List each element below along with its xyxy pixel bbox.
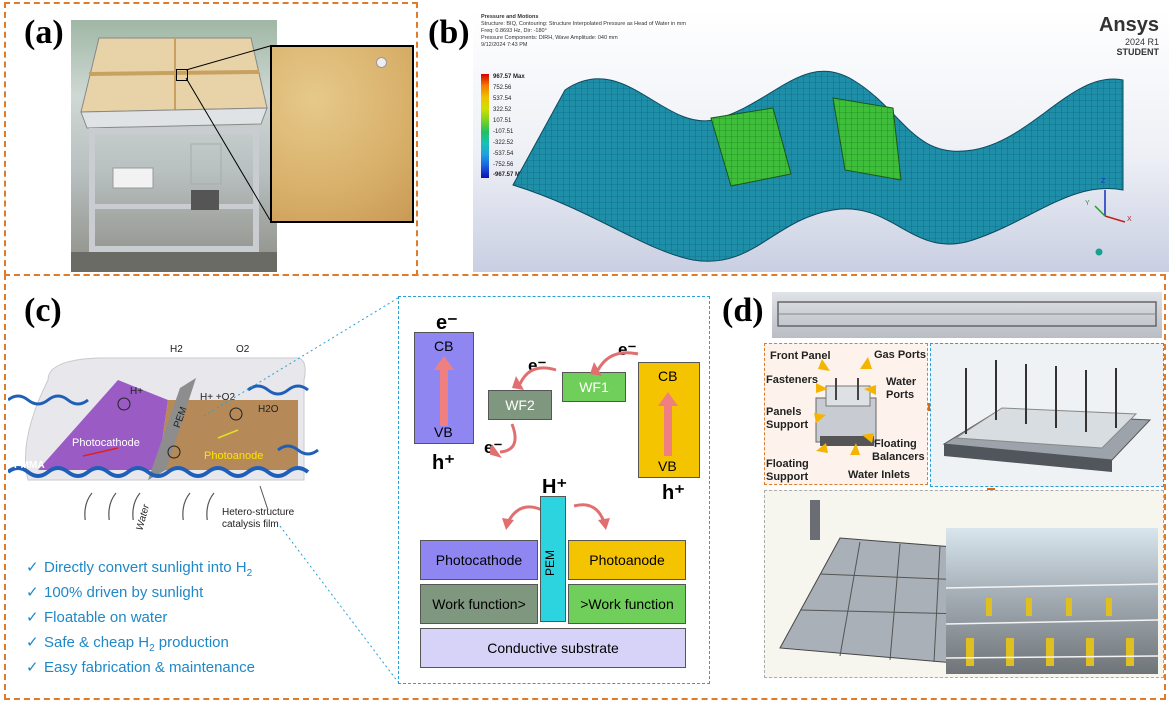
legend-value: 537.54 bbox=[493, 96, 512, 102]
label-panels-support-2: Support bbox=[766, 419, 809, 431]
label-front-panel: Front Panel bbox=[770, 350, 831, 362]
panel-label-b: (b) bbox=[428, 14, 470, 51]
panel-label-c: (c) bbox=[24, 292, 62, 329]
feature-bullet: ✓Easy fabrication & maintenance bbox=[26, 659, 255, 676]
panel-label-d: (d) bbox=[722, 292, 764, 329]
work-function-right-label: >Work function bbox=[580, 596, 674, 612]
work-function-right-box: >Work function bbox=[568, 584, 686, 624]
sim-header: Pressure and Motions Structure: BIQ, Con… bbox=[481, 14, 686, 48]
work-function-left-box: Work function> bbox=[420, 584, 538, 624]
legend-colorbar bbox=[481, 74, 489, 178]
label-water-inlets: Water Inlets bbox=[848, 469, 910, 481]
wf2-box: WF2 bbox=[488, 390, 552, 420]
label-floating-balancers-1: Floating bbox=[874, 438, 917, 450]
zoom-dotted-lines bbox=[203, 297, 399, 683]
legend-value: 107.51 bbox=[493, 118, 512, 124]
photoanode-box: Photoanode bbox=[568, 540, 686, 580]
panel-main-border bbox=[4, 274, 1166, 700]
axis-label-y: Y bbox=[1085, 200, 1090, 207]
legend-value: -752.56 bbox=[493, 162, 514, 168]
left-cb-label: CB bbox=[434, 338, 454, 354]
bubble-icon bbox=[376, 57, 387, 68]
panel-label-a: (a) bbox=[24, 14, 64, 51]
label-floating-support-1: Floating bbox=[766, 458, 809, 470]
pem-label-right: PEM bbox=[543, 549, 558, 577]
legend-value: -322.52 bbox=[493, 140, 514, 146]
legend-value: 322.52 bbox=[493, 107, 512, 113]
catalyst-surface-zoom bbox=[270, 45, 414, 223]
callout-arrows bbox=[814, 357, 876, 455]
h-plus-top: H⁺ bbox=[542, 476, 567, 498]
feature-bullet: ✓100% driven by sunlight bbox=[26, 584, 204, 601]
ansys-simulation: Pressure and Motions Structure: BIQ, Con… bbox=[473, 10, 1169, 272]
label-fasteners: Fasteners bbox=[766, 374, 818, 386]
electron-transfer-arrows bbox=[490, 351, 639, 458]
left-vb-label: VB bbox=[434, 424, 453, 440]
device-schematic bbox=[8, 357, 319, 520]
proton-arrows bbox=[502, 503, 610, 530]
label-water-ports-2: Ports bbox=[886, 389, 915, 401]
photocathode-box: Photocathode bbox=[420, 540, 538, 580]
h2o-label: H2O bbox=[258, 404, 279, 415]
array-field-photo bbox=[946, 528, 1158, 674]
wave-mesh bbox=[512, 70, 1126, 262]
h2-out-label: H2 bbox=[170, 344, 183, 355]
label-panels-support-1: Panels bbox=[766, 406, 802, 418]
right-vb-label: VB bbox=[658, 458, 677, 474]
substrate-label: Conductive substrate bbox=[487, 640, 619, 656]
e-minus-top-left: e⁻ bbox=[436, 312, 458, 334]
photocathode-label: Photocathode bbox=[72, 437, 140, 449]
long-module-render bbox=[772, 292, 1162, 338]
module-exploded-render bbox=[815, 378, 877, 446]
wf1-label: WF1 bbox=[579, 379, 609, 395]
array-render bbox=[779, 500, 967, 665]
feature-bullet: ✓Directly convert sunlight into H2 bbox=[26, 559, 253, 579]
prototype-photo bbox=[71, 20, 277, 272]
label-gas-ports: Gas Ports bbox=[874, 349, 926, 361]
feature-bullet: ✓Floatable on water bbox=[26, 609, 168, 626]
legend-value: -537.54 bbox=[493, 151, 514, 157]
axis-label-z: Z bbox=[1101, 178, 1106, 185]
h-plus-right: H+ +O2 bbox=[200, 392, 236, 403]
photoanode-label: Photoanode bbox=[204, 450, 264, 462]
label-floating-support-2: Support bbox=[766, 471, 809, 483]
o2-out-label: O2 bbox=[236, 344, 250, 355]
zoom-connector-lines bbox=[185, 45, 271, 221]
feature-bullet: ✓Safe & cheap H2 production bbox=[26, 634, 229, 654]
h-plus-bottom-left: h⁺ bbox=[432, 452, 455, 474]
legend-value: 752.56 bbox=[493, 85, 512, 91]
legend-value: -967.57 Min bbox=[493, 172, 526, 178]
photoanode-box-label: Photoanode bbox=[589, 552, 665, 568]
zoom-marker bbox=[176, 69, 188, 81]
wf1-box: WF1 bbox=[562, 372, 626, 402]
h-plus-left: H+ bbox=[130, 386, 144, 397]
axis-label-x: X bbox=[1127, 216, 1132, 223]
band-diagram-box bbox=[398, 296, 710, 684]
pmma-label: PMMA bbox=[14, 460, 45, 471]
right-band-arrow bbox=[658, 392, 678, 456]
legend-value: 967.57 Max bbox=[493, 74, 525, 80]
prototype-illustration bbox=[71, 37, 277, 272]
left-band-arrow bbox=[434, 356, 454, 426]
photocathode-box-label: Photocathode bbox=[435, 552, 523, 568]
work-function-left-label: Work function> bbox=[432, 596, 526, 612]
film-label-2: catalysis film bbox=[222, 519, 279, 530]
axis-triad bbox=[1094, 190, 1126, 256]
label-floating-balancers-2: Balancers bbox=[872, 451, 925, 463]
substrate-box: Conductive substrate bbox=[420, 628, 686, 668]
ansys-logo: Ansys 2024 R1 STUDENT bbox=[1098, 14, 1159, 57]
right-cb-label: CB bbox=[658, 368, 678, 384]
assembled-module-render bbox=[942, 360, 1152, 472]
wf2-label: WF2 bbox=[505, 397, 535, 413]
h-plus-bottom-right: h⁺ bbox=[662, 482, 685, 504]
long-module-illustration bbox=[777, 301, 1157, 327]
pem-column bbox=[540, 496, 566, 622]
pressure-legend: 967.57 Max 752.56 537.54 322.52 107.51 -… bbox=[481, 74, 541, 184]
array-photo-illustration bbox=[946, 583, 1158, 666]
legend-value: -107.51 bbox=[493, 129, 514, 135]
film-label-1: Hetero-structure bbox=[222, 507, 295, 518]
label-water-ports-1: Water bbox=[886, 376, 917, 388]
